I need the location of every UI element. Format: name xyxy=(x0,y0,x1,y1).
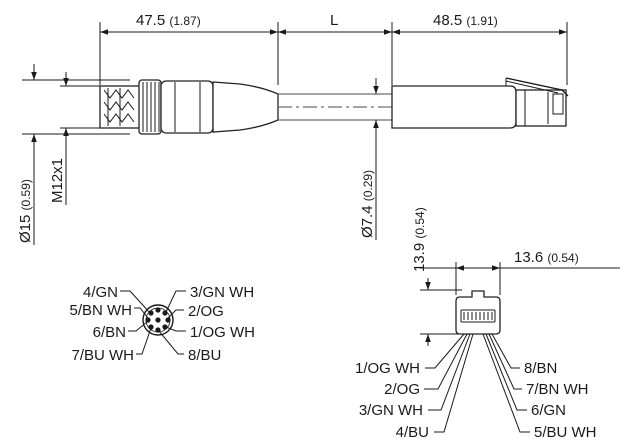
m12-pin-label: 7/BU WH xyxy=(71,347,134,364)
dimension-rj45-height: 13.9 (0.54) xyxy=(411,207,428,272)
dimension-rj45-width: 13.6 (0.54) xyxy=(514,249,579,266)
rj45-pin-label: 5/BU WH xyxy=(534,424,597,441)
cable xyxy=(278,78,392,240)
m12-pin-label: 3/GN WH xyxy=(190,284,254,301)
m12-pin-leaders xyxy=(120,290,186,355)
m12-pin-label: 2/OG xyxy=(188,303,224,320)
rj45-pin-label: 3/GN WH xyxy=(359,402,423,419)
m12-pin-label: 5/BN WH xyxy=(69,302,132,319)
dimension-cable-length: L xyxy=(330,12,338,29)
m12-pin-face xyxy=(142,304,174,336)
rj45-pin-label: 1/OG WH xyxy=(355,360,420,377)
rj45-pin-label: 8/BN xyxy=(524,360,557,377)
rj45-front-view xyxy=(455,290,501,335)
m12-pin-label: 1/OG WH xyxy=(190,324,255,341)
rj45-pin-label: 2/OG xyxy=(384,381,420,398)
rj45-pin-label: 6/GN xyxy=(531,402,566,419)
rj45-pin-label: 4/BU xyxy=(396,424,429,441)
dimension-thread: M12x1 xyxy=(49,158,66,203)
left-dimension-lines xyxy=(22,64,130,245)
dimension-cable-diameter: Ø7.4 (0.29) xyxy=(359,170,376,238)
rj45-front-dimension-lines xyxy=(420,262,620,346)
rj45-pin-label: 7/BN WH xyxy=(526,381,589,398)
rj45-connector-side-view xyxy=(391,77,569,129)
m12-pin-label: 6/BN xyxy=(93,324,126,341)
dimension-length-right: 48.5 (1.91) xyxy=(433,12,498,29)
m12-connector-side-view xyxy=(99,79,279,135)
dimension-length-left: 47.5 (1.87) xyxy=(136,12,201,29)
top-dimension-lines xyxy=(99,22,568,85)
m12-pin-label: 8/BU xyxy=(188,347,221,364)
rj45-wire-fanout xyxy=(424,333,530,433)
m12-pin-label: 4/GN xyxy=(83,284,118,301)
dimension-connector-diameter: Ø15 (0.59) xyxy=(17,179,34,243)
